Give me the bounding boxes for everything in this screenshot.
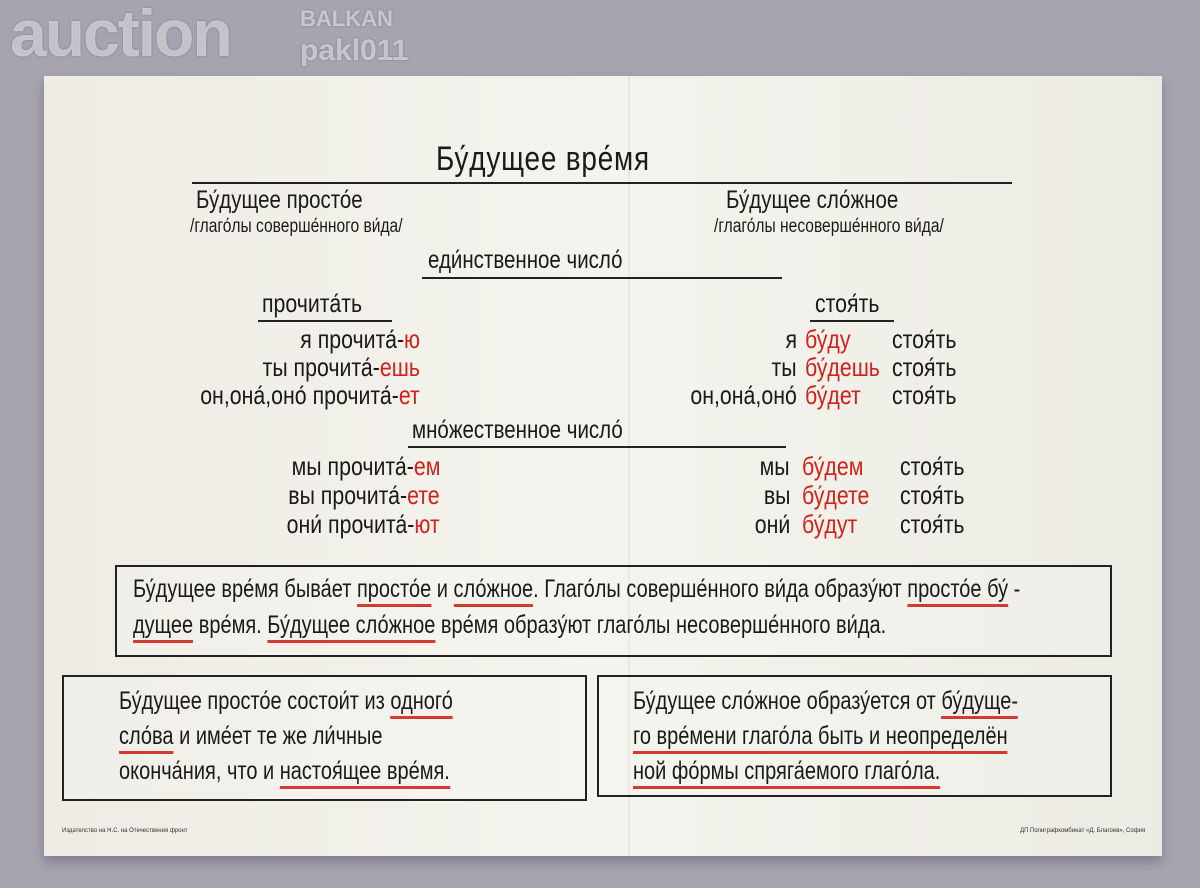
underlined-term: сло́жное [453, 575, 534, 607]
conjugation-ending: ю [404, 324, 420, 354]
poster-title: Бу́дущее вре́мя [436, 140, 650, 178]
plural-heading: мно́жественное число́ [412, 416, 623, 444]
rule-box-compound: Бу́дущее сло́жное образу́ется от бу́дуще… [597, 675, 1112, 797]
text-line: Бу́дущее сло́жное образу́ется от бу́дуще… [633, 687, 1019, 719]
infinitive: стоя́ть [892, 380, 957, 410]
infinitive: стоя́ть [900, 480, 965, 510]
underlined-term: просто́е [356, 575, 432, 607]
auxiliary-verb: бу́дете [802, 480, 870, 510]
underlined-term: просто́е бу́ [907, 575, 1009, 607]
pronoun: вы [763, 480, 790, 510]
auxiliary-verb: бу́ду [805, 324, 851, 354]
pronoun: он,она́,оно́ [690, 380, 797, 410]
watermark-line3: pakl011 [300, 34, 409, 67]
pronoun: я [785, 324, 797, 354]
conjugation-stem: он,она́,оно́ прочита́- [200, 380, 400, 410]
auxiliary-verb: бу́дем [802, 451, 864, 481]
infinitive: стоя́ть [900, 509, 965, 539]
conjugation-ending: ешь [379, 352, 420, 382]
conjugation-ending: ют [414, 509, 440, 539]
text-line: сло́ва и име́ет те же ли́чные [119, 722, 383, 754]
text-line: оконча́ния, что и настоя́щее вре́мя. [119, 757, 450, 789]
underlined-term: Бу́дущее сло́жное [267, 611, 436, 643]
singular-underline [422, 277, 782, 279]
auxiliary-verb: бу́дут [802, 509, 858, 539]
infinitive: стоя́ть [892, 352, 957, 382]
text-segment: Бу́дущее просто́е состои́т из [119, 687, 391, 715]
footer-publisher: Издателство на Н.С. на Отечествения фрон… [62, 828, 188, 834]
left-header-note: /глаго́лы соверше́нного ви́да/ [190, 216, 403, 237]
right-verb-underline [810, 320, 894, 322]
pronoun: мы [760, 451, 790, 481]
underlined-term: настоя́щее вре́мя. [279, 757, 450, 789]
title-divider [192, 182, 1012, 184]
infinitive: стоя́ть [892, 324, 957, 354]
auxiliary-verb: бу́дешь [805, 352, 880, 382]
underlined-term: го вре́мени глаго́ла быть и неопределён [633, 722, 1008, 754]
text-segment: вре́мя образу́ют глаго́лы несоверше́нног… [435, 611, 887, 639]
pronoun: ты [771, 352, 797, 382]
conjugation-row: он,она́,оно́ прочита́-ет [200, 382, 420, 408]
conjugation-stem: я прочита́- [300, 324, 405, 354]
text-segment: - [1008, 575, 1021, 603]
conjugation-ending: ем [413, 451, 440, 481]
watermark-line1: BALKAN [300, 6, 393, 31]
conjugation-row: я прочита́-ю [300, 326, 420, 352]
left-verb: прочита́ть [262, 288, 363, 318]
footer-printer: ДП Полиграфкомбинат «Д. Благоев», София [1020, 828, 1146, 834]
rule-box-main: Бу́дущее вре́мя быва́ет просто́е и сло́ж… [115, 565, 1112, 657]
conjugation-row: вы прочита́-ете [289, 482, 440, 508]
left-header-title: Бу́дущее просто́е [196, 186, 363, 214]
conjugation-stem: они́ прочита́- [286, 509, 415, 539]
conjugation-ending: ете [407, 480, 440, 510]
singular-heading: еди́нственное число́ [428, 246, 623, 274]
auxiliary-verb: бу́дет [805, 380, 861, 410]
conjugation-row: они́ прочита́-ют [287, 511, 440, 537]
underlined-term: сло́ва [119, 722, 174, 754]
right-header-title: Бу́дущее сло́жное [726, 186, 899, 214]
text-line: Бу́дущее просто́е состои́т из одного́ [119, 687, 453, 719]
underlined-term: ной фо́рмы спряга́емого глаго́ла. [633, 757, 941, 789]
text-segment: и [431, 575, 454, 603]
underlined-term: бу́дуще- [941, 687, 1019, 719]
text-segment: оконча́ния, что и [119, 757, 280, 785]
left-verb-underline [258, 320, 392, 322]
conjugation-row: мы прочита́-ем [291, 453, 440, 479]
infinitive: стоя́ть [900, 451, 965, 481]
poster-fold [628, 76, 630, 856]
underlined-term: одного́ [390, 687, 453, 719]
text-segment: Бу́дущее сло́жное образу́ется от [633, 687, 942, 715]
text-segment: и име́ет те же ли́чные [173, 722, 383, 750]
text-line: Бу́дущее вре́мя быва́ет просто́е и сло́ж… [133, 575, 1021, 607]
right-header-note: /глаго́лы несоверше́нного ви́да/ [714, 216, 944, 237]
watermark-line2: auction [10, 0, 233, 70]
conjugation-stem: ты прочита́- [262, 352, 380, 382]
text-line: го вре́мени глаго́ла быть и неопределён [633, 722, 1008, 754]
text-segment: вре́мя. [193, 611, 268, 639]
conjugation-ending: ет [399, 380, 420, 410]
rule-box-simple: Бу́дущее просто́е состои́т из одного́сло… [62, 675, 587, 801]
text-segment: . Глаго́лы соверше́нного ви́да образу́ют [533, 575, 908, 603]
conjugation-stem: вы прочита́- [288, 480, 408, 510]
pronoun: они́ [754, 509, 790, 539]
text-line: ной фо́рмы спряга́емого глаго́ла. [633, 757, 941, 789]
underlined-term: дущее [133, 611, 194, 643]
poster [44, 76, 1162, 856]
conjugation-row: ты прочита́-ешь [263, 354, 420, 380]
plural-underline [408, 446, 786, 448]
right-verb: стоя́ть [815, 288, 880, 318]
conjugation-stem: мы прочита́- [291, 451, 414, 481]
text-line: дущее вре́мя. Бу́дущее сло́жное вре́мя о… [133, 611, 887, 643]
text-segment: Бу́дущее вре́мя быва́ет [133, 575, 357, 603]
